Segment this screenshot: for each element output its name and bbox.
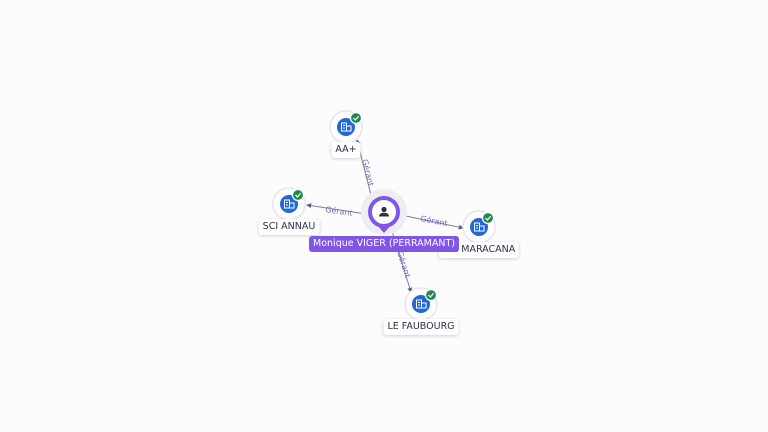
verified-check-icon bbox=[291, 188, 305, 202]
edge-sci-maracana[interactable]: Gérant bbox=[400, 213, 464, 230]
edge-label: Gérant bbox=[325, 204, 354, 218]
company-node-sci-annau[interactable] bbox=[272, 187, 306, 221]
building-icon bbox=[341, 122, 352, 132]
company-label-sci-annau[interactable]: SCI ANNAU bbox=[258, 219, 320, 235]
person-label[interactable]: Monique VIGER (PERRAMANT) bbox=[309, 236, 459, 252]
company-node-sci-maracana[interactable] bbox=[462, 210, 496, 244]
edge-label: Gérant bbox=[395, 250, 413, 279]
verified-check-icon bbox=[349, 111, 363, 125]
verified-check-icon bbox=[424, 288, 438, 302]
building-icon bbox=[284, 199, 295, 209]
company-node-le-faubourg[interactable] bbox=[404, 287, 438, 321]
building-icon bbox=[474, 222, 485, 232]
building-icon bbox=[416, 299, 427, 309]
edge-label: Gérant bbox=[360, 158, 376, 187]
company-label-aa-plus[interactable]: AA+ bbox=[331, 142, 361, 158]
company-label-le-faubourg[interactable]: LE FAUBOURG bbox=[383, 319, 459, 335]
edge-sci-annau[interactable]: Gérant bbox=[306, 203, 367, 218]
edge-label: Gérant bbox=[420, 213, 449, 228]
company-node-aa-plus[interactable] bbox=[329, 110, 363, 144]
person-icon bbox=[379, 206, 389, 217]
verified-check-icon bbox=[481, 211, 495, 225]
person-node[interactable] bbox=[361, 189, 407, 235]
